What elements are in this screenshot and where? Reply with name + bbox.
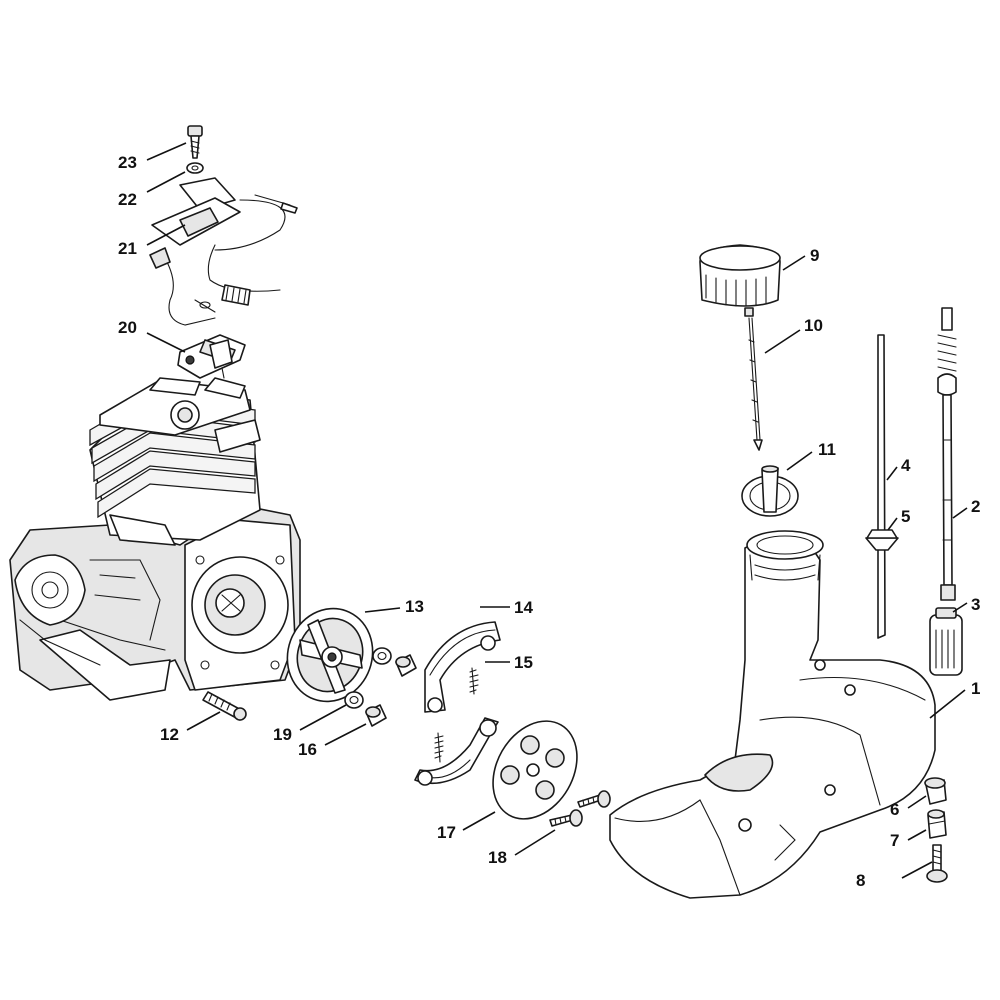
callout-3: 3 bbox=[971, 595, 980, 614]
part-18-screw-lower bbox=[549, 809, 583, 827]
part-2-fuel-hose bbox=[937, 307, 957, 601]
part-4-vent-hose bbox=[877, 334, 886, 639]
callout-9: 9 bbox=[810, 246, 819, 265]
part-20-bracket bbox=[177, 334, 246, 379]
callout-4: 4 bbox=[901, 456, 911, 475]
part-22-washer bbox=[186, 162, 204, 174]
part-10-retaining-strap bbox=[748, 317, 763, 451]
part-12-adjusting-screw bbox=[202, 691, 247, 721]
callout-14: 14 bbox=[514, 598, 533, 617]
part-14-clutch-shoe bbox=[424, 621, 501, 713]
part-11-strap-anchor bbox=[741, 465, 799, 517]
part-17-cover-plate bbox=[492, 720, 578, 820]
callout-17: 17 bbox=[437, 823, 456, 842]
part-3-fuel-filter bbox=[929, 607, 963, 676]
callout-16: 16 bbox=[298, 740, 317, 759]
engine-assembly bbox=[9, 377, 301, 701]
callout-18: 18 bbox=[488, 848, 507, 867]
callout-21: 21 bbox=[118, 239, 137, 258]
part-23-screw bbox=[187, 125, 203, 159]
callout-5: 5 bbox=[901, 507, 910, 526]
callout-23: 23 bbox=[118, 153, 137, 172]
callout-12: 12 bbox=[160, 725, 179, 744]
part-9-fuel-cap bbox=[699, 244, 781, 317]
callout-11: 11 bbox=[818, 440, 836, 459]
callout-7: 7 bbox=[890, 831, 899, 850]
part-16-bushing bbox=[365, 704, 387, 727]
part-15-spring bbox=[469, 667, 479, 695]
part-13-washer bbox=[372, 647, 392, 665]
callout-10: 10 bbox=[804, 316, 823, 335]
part-13-clutch-carrier bbox=[286, 607, 374, 703]
callout-8: 8 bbox=[856, 871, 865, 890]
part-15-spring-lower bbox=[434, 732, 444, 763]
callout-13: 13 bbox=[405, 597, 424, 616]
leader-lines bbox=[146, 142, 968, 879]
callout-numbers: 23 22 21 20 12 13 19 16 14 15 17 18 9 10… bbox=[118, 153, 980, 890]
callout-22: 22 bbox=[118, 190, 137, 209]
part-18-screw-upper bbox=[577, 790, 611, 808]
part-1-fuel-tank bbox=[609, 530, 936, 899]
callout-1: 1 bbox=[971, 679, 980, 698]
part-5-grommet bbox=[865, 529, 899, 551]
part-6-grommet bbox=[924, 777, 947, 805]
part-14-clutch-shoe-lower bbox=[414, 717, 499, 786]
callout-19: 19 bbox=[273, 725, 292, 744]
part-21-ignition-module bbox=[149, 177, 298, 326]
callout-6: 6 bbox=[890, 800, 899, 819]
callout-15: 15 bbox=[514, 653, 533, 672]
part-19-washer bbox=[344, 691, 364, 709]
part-7-bushing bbox=[927, 809, 947, 839]
callout-20: 20 bbox=[118, 318, 137, 337]
callout-2: 2 bbox=[971, 497, 980, 516]
part-16-bushing-upper bbox=[395, 654, 417, 677]
part-8-screw bbox=[926, 844, 948, 883]
